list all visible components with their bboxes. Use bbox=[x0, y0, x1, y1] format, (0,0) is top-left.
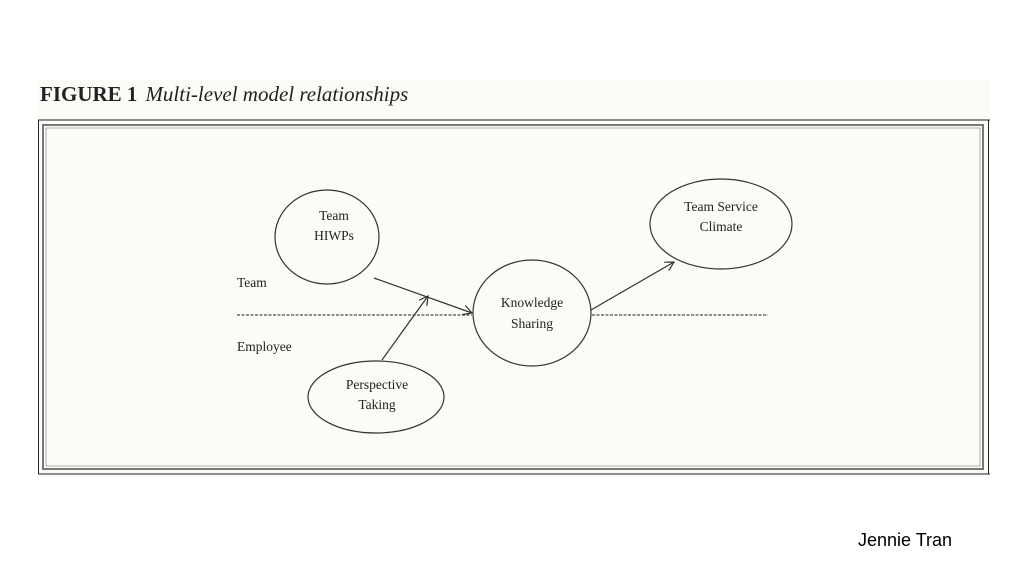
figure-caption: Multi-level model relationships bbox=[145, 82, 409, 106]
node-text: Sharing bbox=[511, 316, 553, 331]
node-text: Perspective bbox=[346, 377, 408, 392]
node-team-hiwps bbox=[274, 189, 380, 285]
arrow-pt-moderation bbox=[381, 296, 428, 361]
node-knowledge-sharing bbox=[472, 259, 592, 367]
figure-background bbox=[38, 80, 990, 476]
arrow-hiwps-to-ks bbox=[373, 277, 472, 313]
node-team-service-climate bbox=[649, 178, 793, 270]
node-text: Taking bbox=[358, 397, 396, 412]
author-name: Jennie Tran bbox=[858, 530, 953, 550]
node-text: Team Service bbox=[684, 199, 758, 214]
node-perspective-taking bbox=[307, 360, 445, 434]
figure-label: FIGURE 1 bbox=[40, 82, 138, 106]
node-text: Team bbox=[319, 208, 349, 223]
level-label-team: Team bbox=[237, 275, 267, 290]
arrow-ks-to-tsc bbox=[590, 262, 674, 311]
node-text: Climate bbox=[700, 219, 743, 234]
level-label-employee: Employee bbox=[237, 339, 292, 354]
node-text: HIWPs bbox=[314, 228, 354, 243]
frame-inner-box bbox=[42, 124, 984, 470]
frame-inner-box-2 bbox=[45, 127, 981, 467]
node-text: Knowledge bbox=[501, 295, 563, 310]
figure-title: FIGURE 1 Multi-level model relationships bbox=[40, 82, 408, 107]
